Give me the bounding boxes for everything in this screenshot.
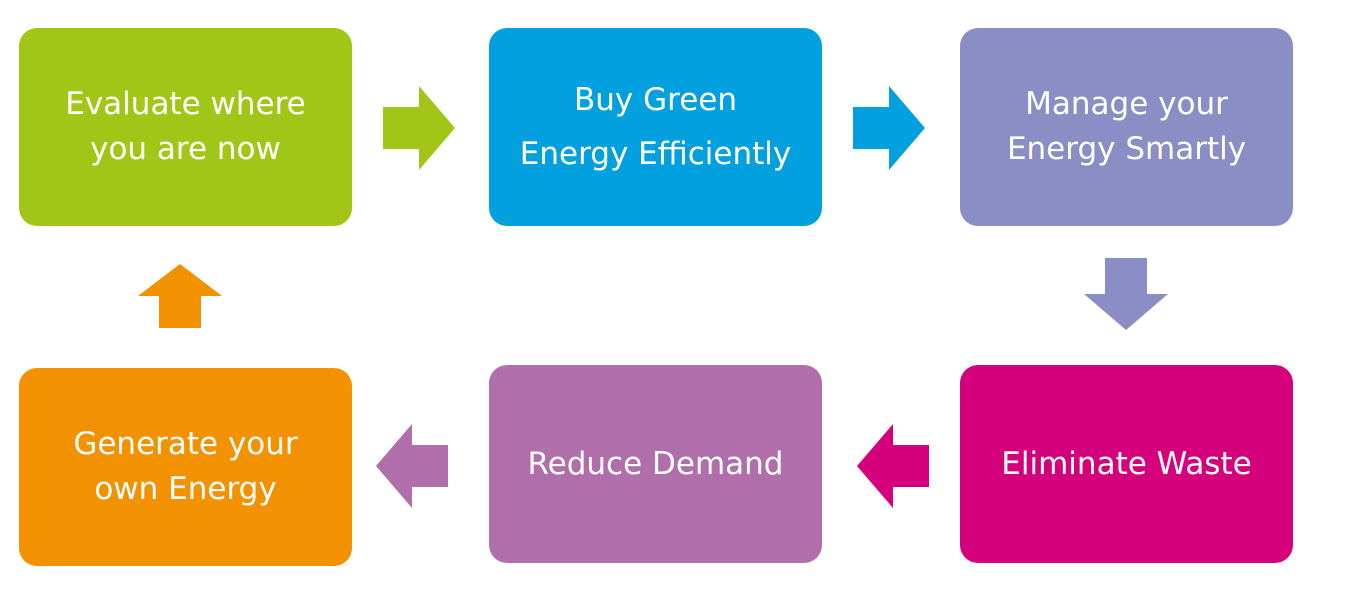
arrow-left-shape [857,424,929,508]
arrow-left-icon [376,424,448,508]
step-manage-label: Manage your Energy Smartly [1006,86,1247,167]
step-evaluate-box: Evaluate where you are now [19,28,352,226]
step-reduce-demand-label: Reduce Demand [527,445,784,482]
step-buy-green-label: Buy Green Energy Efficiently [519,81,792,172]
arrow-right-icon [383,86,455,170]
step-generate-box: Generate your own Energy [19,368,352,566]
arrow-right-shape [383,86,455,170]
step-generate-label: Generate your own Energy [73,426,298,507]
arrow-down-shape [1084,258,1168,330]
arrow-right-shape [853,86,925,170]
arrow-left-icon [857,424,929,508]
arrow-down-icon [1084,258,1168,330]
step-reduce-demand-box: Reduce Demand [489,365,822,563]
step-evaluate-label: Evaluate where you are now [65,86,306,167]
step-manage-box: Manage your Energy Smartly [960,28,1293,226]
step-buy-green-box: Buy Green Energy Efficiently [489,28,822,226]
arrow-up-icon [138,264,222,328]
step-eliminate-waste-label: Eliminate Waste [1001,445,1252,482]
arrow-up-shape [138,264,222,328]
arrow-left-shape [376,424,448,508]
arrow-right-icon [853,86,925,170]
step-eliminate-waste-box: Eliminate Waste [960,365,1293,563]
